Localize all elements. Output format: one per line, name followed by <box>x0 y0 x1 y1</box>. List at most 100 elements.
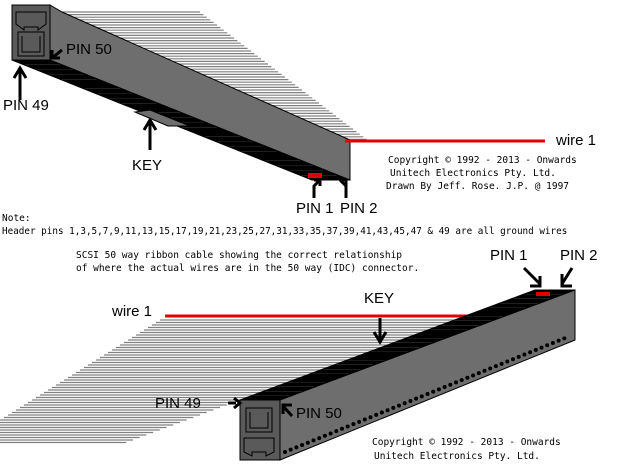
pin-dot <box>414 396 419 401</box>
pin-dot <box>357 419 362 424</box>
pin-dot <box>294 445 299 450</box>
bottom-pin50-label: PIN 50 <box>296 405 342 422</box>
pin-dot <box>459 378 464 383</box>
pin-dot <box>425 392 430 396</box>
pin-stripe <box>72 84 122 89</box>
pin-dot <box>550 340 555 345</box>
note-heading: Note: <box>2 213 31 224</box>
caption-line-2: of where the actual wires are in the 50 … <box>76 263 420 274</box>
pin-dot <box>408 398 413 403</box>
top-pin1-label: PIN 1 <box>296 200 334 217</box>
pin-stripe <box>499 298 552 304</box>
top-wire1-label: wire 1 <box>556 132 597 149</box>
pin-dot <box>454 380 458 385</box>
pin-dot <box>528 350 533 355</box>
pin-dot <box>385 408 390 413</box>
pin-stripe <box>511 294 564 299</box>
pin-stripe <box>12 60 62 65</box>
pin-stripe <box>60 79 110 84</box>
pin-stripe <box>334 360 387 365</box>
pin-stripe <box>287 378 340 383</box>
pin-stripe <box>358 351 410 356</box>
pin-dot <box>379 410 384 415</box>
pin-stripe <box>252 156 302 161</box>
pin-dot <box>482 368 487 373</box>
pin-dot <box>362 417 367 422</box>
top-copyright-1: Copyright © 1992 - 2013 - Onwards <box>388 155 577 166</box>
pin-dot <box>368 415 373 420</box>
pin-stripe <box>487 303 540 308</box>
pin-stripe <box>228 146 278 152</box>
pin-dot <box>322 433 327 438</box>
pin-stripe <box>84 88 134 94</box>
pin-dot <box>288 447 293 452</box>
top-pin49-label: PIN 49 <box>3 97 49 114</box>
pin-dot <box>545 343 550 348</box>
pin-dot <box>317 436 322 441</box>
pin-stripe <box>240 395 292 400</box>
pin-dot <box>328 431 333 436</box>
pin-dot <box>505 359 510 364</box>
pin-dot <box>345 424 350 429</box>
bottom-pin49-label: PIN 49 <box>155 395 201 412</box>
pin-stripe <box>393 338 446 343</box>
pin-dot <box>431 389 436 394</box>
pin-stripe <box>417 329 469 334</box>
note-text: Header pins 1,3,5,7,9,11,13,15,17,19,21,… <box>2 226 568 237</box>
pin-dot <box>471 373 476 378</box>
pin-stripe <box>288 170 338 176</box>
pin-stripe <box>275 382 328 387</box>
pin-dot <box>539 345 544 350</box>
pin-stripe <box>346 356 399 361</box>
pin-stripe <box>192 132 242 137</box>
pin-stripe <box>476 307 528 312</box>
pin-dot <box>436 387 441 392</box>
pin-stripe <box>428 325 481 330</box>
bottom-pin1-label: PIN 1 <box>490 247 528 264</box>
bottom-wire1-label: wire 1 <box>112 303 153 320</box>
pin-stripe <box>440 320 493 326</box>
pin-stripe <box>452 316 505 321</box>
top-key <box>133 109 191 127</box>
pin-dot <box>334 429 339 434</box>
pin-dot <box>283 450 287 454</box>
pin-stripe <box>310 369 363 374</box>
pin-dot <box>402 401 407 406</box>
pin-stripe <box>263 386 316 392</box>
bottom-copyright-2: Unitech Electronics Pty. Ltd. <box>374 451 540 462</box>
pin-stripe <box>24 64 74 70</box>
pin-stripe <box>48 74 98 80</box>
pin-stripe <box>369 347 422 352</box>
top-copyright-3: Drawn By Jeff. Rose. J.P. @ 1997 <box>386 181 570 192</box>
pin-dot <box>465 375 470 380</box>
pin-dot <box>488 366 493 371</box>
bottom-pin2-label: PIN 2 <box>560 247 598 264</box>
pin-stripe <box>36 69 86 75</box>
pin-stripe <box>240 151 290 156</box>
top-key-label: KEY <box>132 157 163 174</box>
pin-dot <box>374 412 379 417</box>
pin-stripe <box>264 160 314 166</box>
pin-dot <box>448 382 453 387</box>
pin-stripe <box>251 391 304 396</box>
pin-dot <box>397 403 401 408</box>
pin-stripe <box>405 334 458 339</box>
pin-stripe <box>108 98 158 104</box>
pin-dot <box>533 347 538 352</box>
top-connector <box>11 4 351 181</box>
top-arrows <box>12 48 348 198</box>
top-copyright-2: Unitech Electronics Pty. Ltd. <box>390 168 556 179</box>
pin-stripe <box>381 342 434 348</box>
caption-line-1: SCSI 50 way ribbon cable showing the cor… <box>76 250 403 261</box>
pin-dot <box>419 394 424 399</box>
bottom-key-label: KEY <box>364 290 395 307</box>
bottom-arrows <box>228 266 574 418</box>
pin-stripe <box>322 364 375 370</box>
pin-dot <box>476 371 481 376</box>
pin-dot <box>391 405 396 410</box>
pin-dot <box>442 385 447 390</box>
pin-dot <box>351 422 356 427</box>
pin-dot <box>305 440 310 445</box>
pin-dot <box>522 352 527 357</box>
